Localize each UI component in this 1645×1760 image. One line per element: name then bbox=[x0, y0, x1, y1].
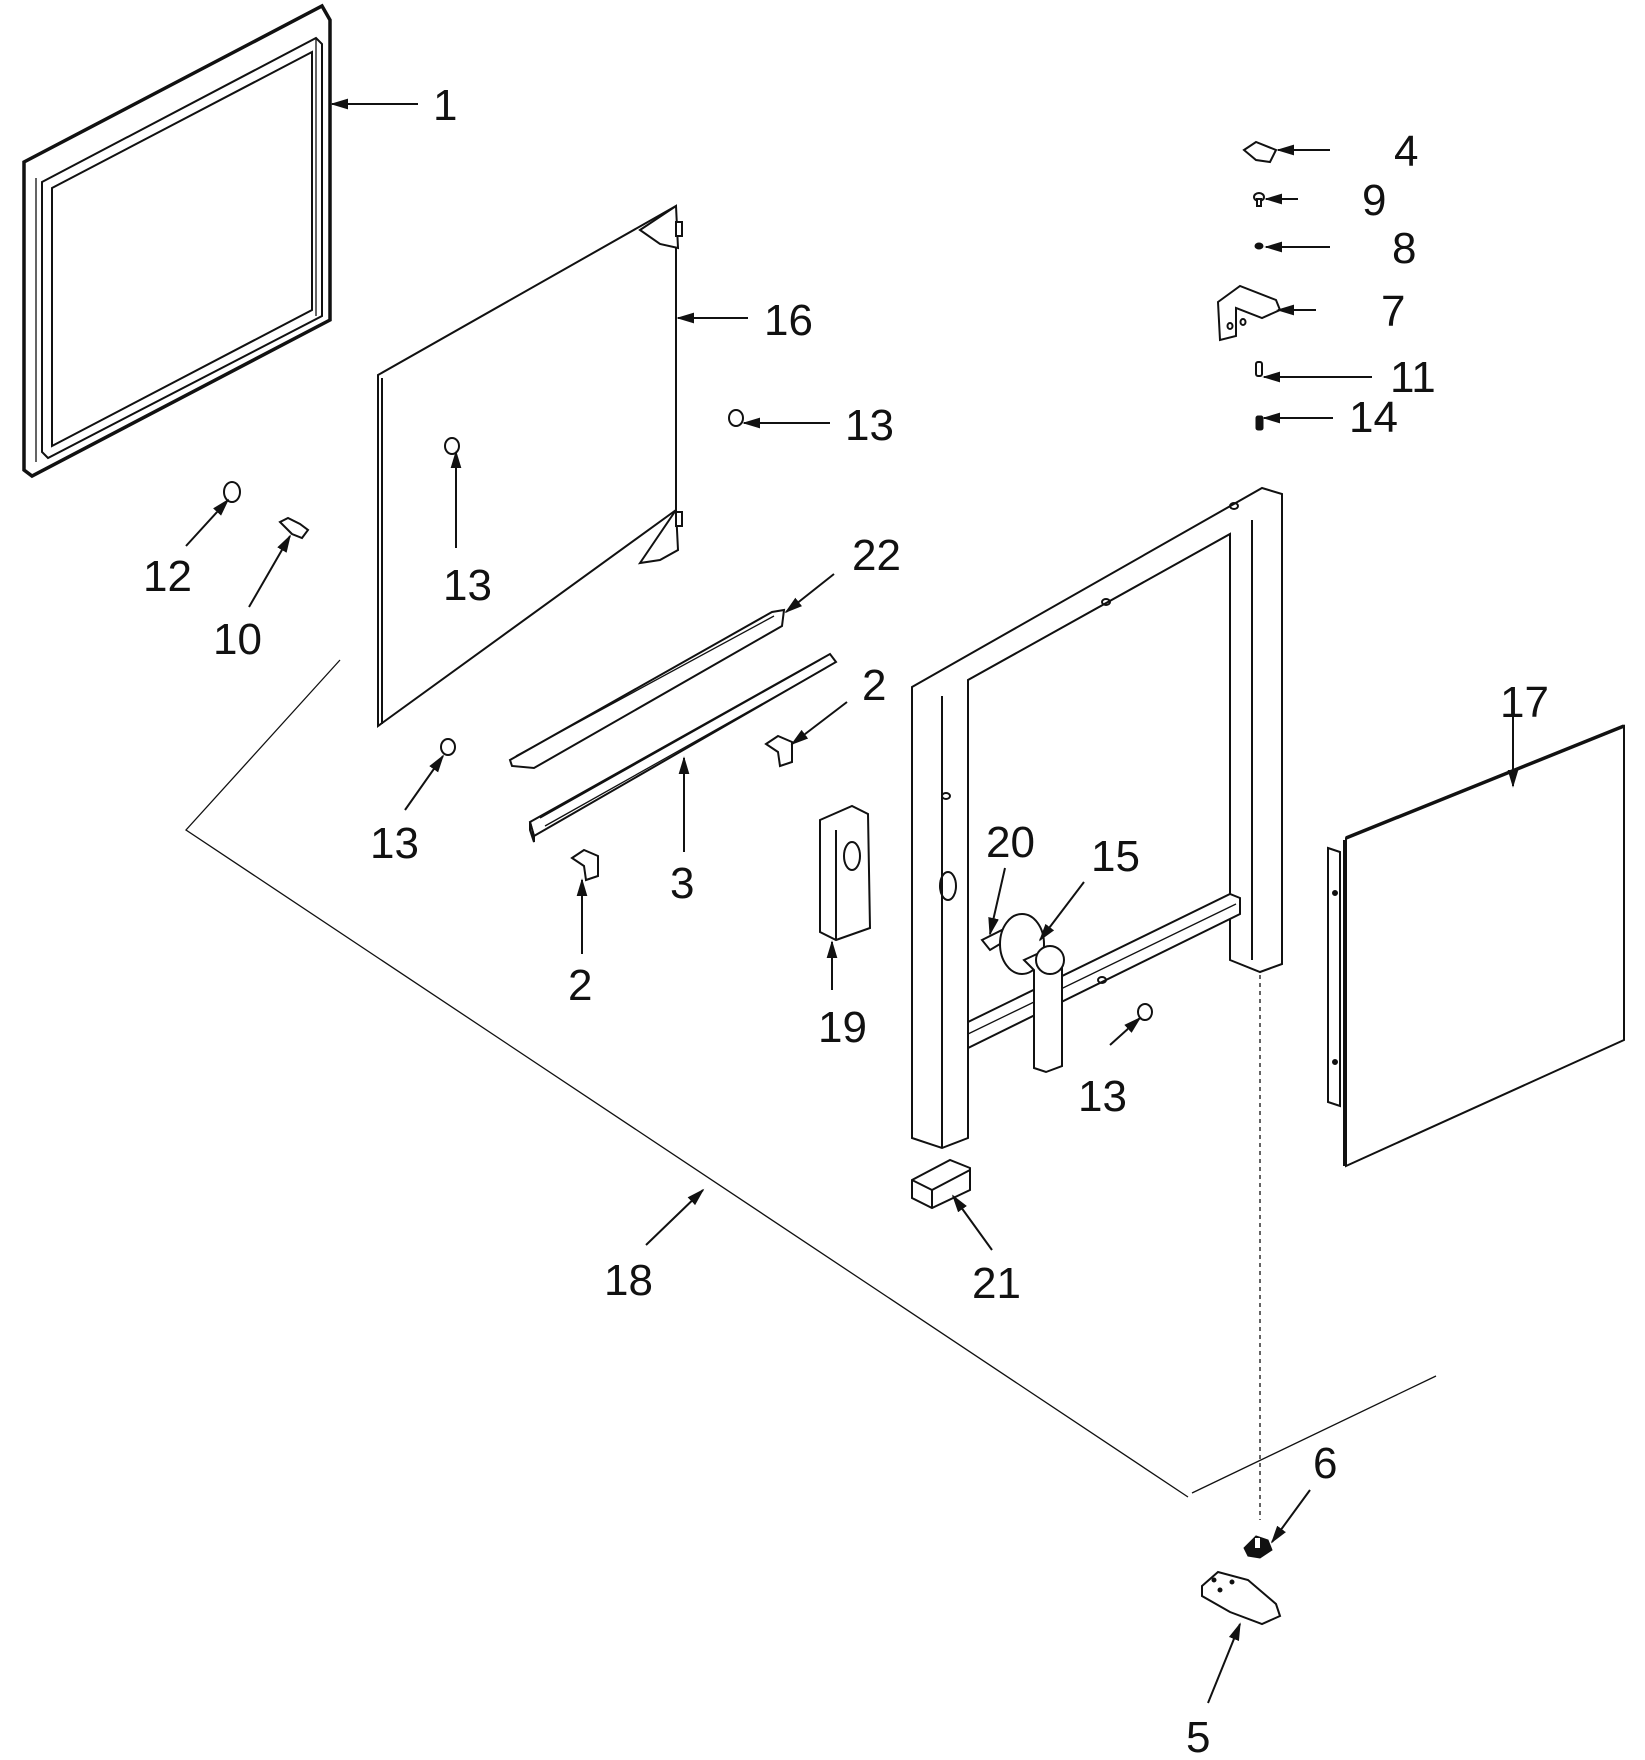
callout-6: 6 bbox=[1313, 1439, 1337, 1488]
callout-15: 15 bbox=[1091, 832, 1140, 881]
part-hinge-bushing bbox=[1243, 1535, 1273, 1559]
part-plug-panel bbox=[444, 437, 460, 455]
callout-17: 17 bbox=[1500, 678, 1549, 727]
part-plug-frame bbox=[1137, 1003, 1153, 1021]
callout-11: 11 bbox=[1390, 353, 1436, 402]
part-door-gasket-frame bbox=[22, 3, 332, 479]
part-hinge-pin bbox=[1255, 361, 1263, 377]
callout-20: 20 bbox=[986, 818, 1035, 867]
part-plug-lower-left bbox=[440, 738, 456, 756]
callout-labels: 1 2 2 3 4 5 6 7 8 9 10 11 12 13 13 13 13… bbox=[143, 81, 1549, 1760]
callout-4: 4 bbox=[1394, 127, 1418, 176]
callout-2a: 2 bbox=[862, 661, 886, 710]
callout-10: 10 bbox=[213, 615, 262, 664]
part-bumper-block bbox=[911, 1158, 971, 1210]
callout-14: 14 bbox=[1349, 393, 1398, 442]
part-angle-bracket-right bbox=[764, 734, 793, 768]
part-washer bbox=[1254, 242, 1264, 250]
callout-5: 5 bbox=[1186, 1713, 1210, 1760]
callout-13c: 13 bbox=[370, 819, 419, 868]
callout-16: 16 bbox=[764, 296, 813, 345]
assembly-outline bbox=[185, 659, 1437, 1520]
callout-19: 19 bbox=[818, 1003, 867, 1052]
leader-lines bbox=[185, 98, 1519, 1704]
part-door-handle bbox=[999, 913, 1065, 1074]
part-knob bbox=[223, 481, 241, 503]
part-slide-rail bbox=[528, 652, 838, 843]
part-latch-pin bbox=[278, 516, 310, 540]
callout-18: 18 bbox=[604, 1256, 653, 1305]
part-screw bbox=[1253, 192, 1265, 207]
part-plug-upper-right bbox=[728, 409, 744, 427]
part-switch-box bbox=[819, 804, 872, 942]
callout-3: 3 bbox=[670, 859, 694, 908]
callout-1: 1 bbox=[433, 81, 457, 130]
callout-13a: 13 bbox=[845, 401, 894, 450]
callout-9: 9 bbox=[1362, 176, 1386, 225]
callout-8: 8 bbox=[1392, 224, 1416, 273]
callout-22: 22 bbox=[852, 531, 901, 580]
callout-7: 7 bbox=[1381, 287, 1405, 336]
part-door-frame bbox=[911, 486, 1283, 1150]
callout-13b: 13 bbox=[443, 561, 492, 610]
part-top-hinge-bracket bbox=[1216, 284, 1282, 342]
callout-12: 12 bbox=[143, 552, 192, 601]
part-spring-pin bbox=[1255, 415, 1264, 431]
part-bottom-hinge bbox=[1201, 1570, 1282, 1626]
part-top-hinge-cap bbox=[1242, 140, 1278, 164]
callout-13d: 13 bbox=[1078, 1072, 1127, 1121]
callout-2b: 2 bbox=[568, 961, 592, 1010]
callout-21: 21 bbox=[972, 1259, 1021, 1308]
part-inner-door-panel bbox=[377, 204, 683, 728]
part-outer-door-panel bbox=[1327, 724, 1625, 1168]
part-rail-cover bbox=[508, 608, 786, 770]
part-angle-bracket-left bbox=[570, 848, 599, 882]
